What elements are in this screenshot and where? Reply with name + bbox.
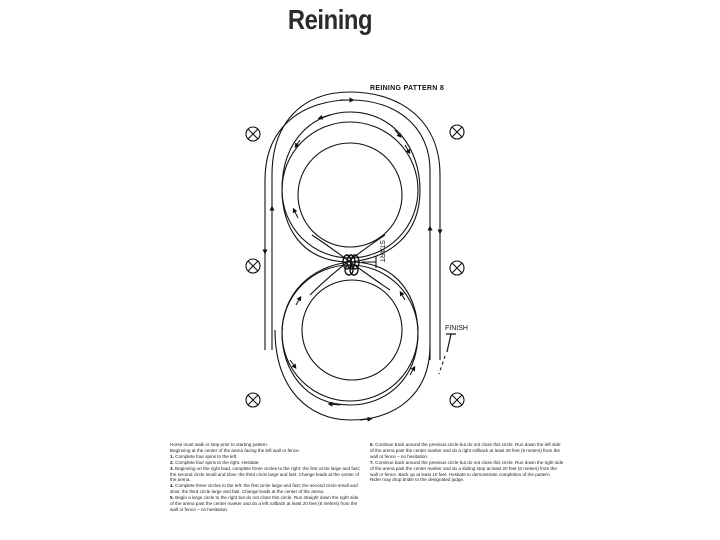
marker-mid-right <box>449 260 465 276</box>
instructions-left-column: Horse must walk or stop prior to startin… <box>170 442 360 513</box>
footer-note: Rider may drop bridle to the designated … <box>370 477 465 483</box>
loop-bottom-middle <box>281 261 419 406</box>
center-cross-b <box>311 234 391 291</box>
loop-top-middle <box>281 111 421 263</box>
step-number: 3. <box>170 465 174 471</box>
marker-top-left <box>245 126 261 142</box>
instruction-step: 5. Begin a large circle to the right but… <box>170 495 360 513</box>
finish-label: FINISH <box>445 325 468 332</box>
small-circle-bottom <box>301 279 403 381</box>
instruction-step: 6. Continue back around the previous cir… <box>370 442 565 460</box>
marker-bottom-left <box>245 392 261 408</box>
pattern-heading: REINING PATTERN 8 <box>370 85 445 92</box>
intro-line: Beginning at the center of the arena fac… <box>170 447 300 453</box>
instruction-step: 1. Complete four spins to the left. <box>170 454 360 460</box>
marker-mid-left <box>245 258 261 274</box>
direction-arrows <box>262 97 443 422</box>
step-text: Complete four spins to the right. Hesita… <box>175 459 260 465</box>
finish-marker <box>446 333 456 353</box>
large-circle-top <box>281 121 419 259</box>
arena-markers <box>245 124 465 408</box>
intro-line: Horse must walk or stop prior to startin… <box>170 442 269 447</box>
marker-bottom-right <box>449 392 465 408</box>
step-number: 6. <box>370 442 374 447</box>
instruction-step: 7. Continue back around the previous cir… <box>370 460 565 478</box>
instruction-step: 2. Complete four spins to the right. Hes… <box>170 460 360 466</box>
page-title: Reining <box>287 4 373 35</box>
outer-run-right <box>271 91 441 360</box>
step-text: Begin a large circle to the right but do… <box>170 495 359 512</box>
step-text: Complete three circles to the left: the … <box>170 483 358 495</box>
step-number: 7. <box>370 459 374 465</box>
step-text: Continue back around the previous circle… <box>370 442 561 459</box>
spin-loops <box>342 254 360 276</box>
step-text: Continue back around the previous circle… <box>370 459 564 477</box>
step-number: 4. <box>170 483 174 489</box>
step-text: Beginning on the right lead, complete th… <box>170 465 360 483</box>
outer-bottom-sweep <box>274 329 431 421</box>
instructions-right-column: 6. Continue back around the previous cir… <box>370 442 565 483</box>
marker-top-right <box>449 124 465 140</box>
step-number: 1. <box>170 453 174 459</box>
instruction-step: 3. Beginning on the right lead, complete… <box>170 466 360 484</box>
start-label: START <box>378 240 385 263</box>
step-text: Complete four spins to the left. <box>175 453 238 459</box>
instruction-step: 4. Complete three circles to the left: t… <box>170 483 360 495</box>
start-marker <box>362 256 377 268</box>
step-number: 5. <box>170 495 174 501</box>
small-circle-top <box>297 142 403 248</box>
step-number: 2. <box>170 459 174 465</box>
